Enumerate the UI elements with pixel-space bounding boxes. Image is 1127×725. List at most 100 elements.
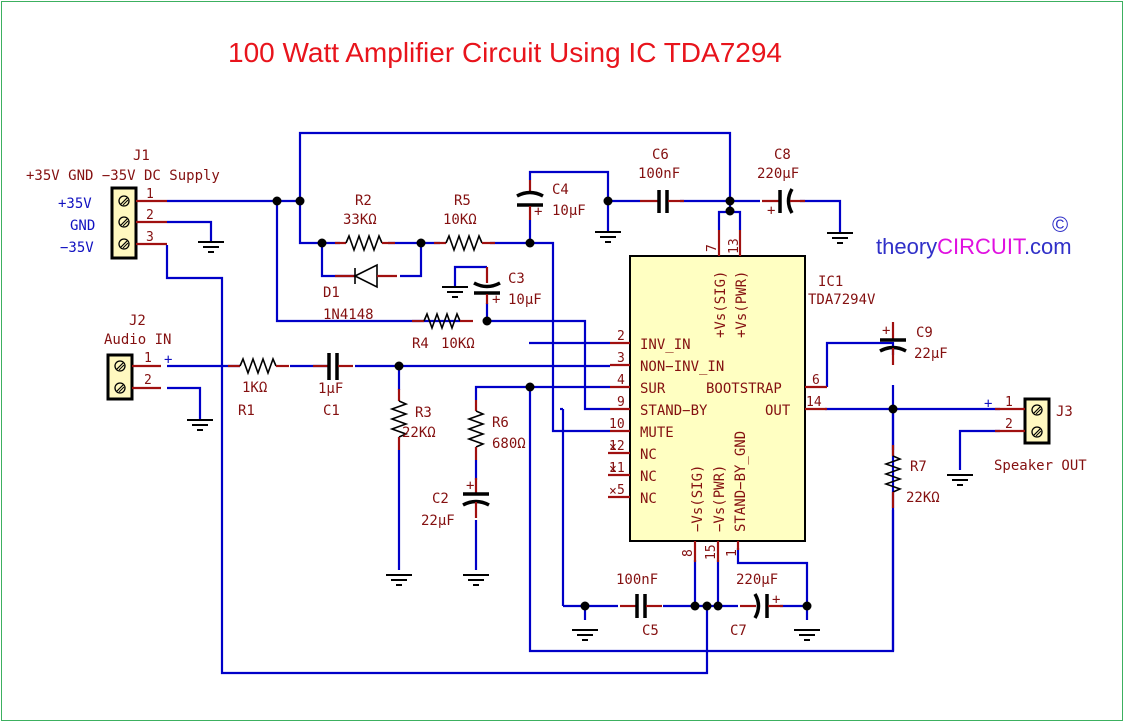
ic-left-pins: × × × 2 3 4 9 10 12 11 5 INV_IN NON−INV_… <box>608 329 724 507</box>
svg-text:SUR: SUR <box>640 381 666 397</box>
svg-text:2: 2 <box>144 373 152 388</box>
junctions <box>272 196 898 611</box>
svg-text:OUT: OUT <box>765 403 791 419</box>
capacitor-c3: + C3 10µF <box>473 267 542 308</box>
copyright-symbol: © <box>1052 212 1068 237</box>
svg-text:×: × <box>609 440 617 455</box>
svg-text:C2: C2 <box>432 491 449 507</box>
capacitor-c8: + C8 220µF <box>757 147 805 219</box>
svg-text:10: 10 <box>609 417 625 432</box>
svg-text:NC: NC <box>640 447 657 463</box>
ic-bottom-pins: 8 15 1 −Vs(SIG) −Vs(PWR) STAND−BY_GND <box>681 431 749 562</box>
capacitor-c2: + C2 22µF <box>421 478 490 529</box>
svg-text:2: 2 <box>1005 417 1013 432</box>
svg-text:1KΩ: 1KΩ <box>242 380 267 396</box>
j3-ref: J3 <box>1056 404 1073 420</box>
capacitor-c9: + C9 22µF <box>879 322 948 365</box>
svg-text:C3: C3 <box>508 271 525 287</box>
connector-j1: 1 2 3 J1 +35V GND −35V DC Supply +35V GN… <box>26 148 220 260</box>
svg-text:5: 5 <box>617 483 625 498</box>
net-label-pos35v: +35V <box>58 196 92 212</box>
svg-text:−Vs(PWR): −Vs(PWR) <box>712 465 728 532</box>
resistor-r5: R5 10KΩ <box>434 193 495 253</box>
svg-text:INV_IN: INV_IN <box>640 337 691 353</box>
ground-icon <box>793 629 821 641</box>
svg-text:33KΩ: 33KΩ <box>343 212 377 228</box>
capacitor-c7: + 220µF C7 <box>730 572 783 639</box>
connector-j3: 1 2 + J3 Speaker OUT <box>984 395 1087 474</box>
ground-icon <box>186 419 214 431</box>
ground-icon <box>197 241 225 253</box>
svg-text:6: 6 <box>812 373 820 388</box>
resistor-r6: R6 680Ω <box>466 400 526 460</box>
svg-text:+Vs(SIG): +Vs(SIG) <box>713 271 729 338</box>
svg-text:1: 1 <box>1005 395 1013 410</box>
ic-top-pins: 7 13 +Vs(SIG) +Vs(PWR) <box>705 230 750 338</box>
capacitor-c1: 1µF C1 <box>313 353 353 419</box>
svg-text:C6: C6 <box>652 147 669 163</box>
svg-text:R3: R3 <box>415 405 432 421</box>
ic-part: TDA7294V <box>808 292 876 308</box>
svg-text:22µF: 22µF <box>914 346 948 362</box>
ground-icon <box>385 574 413 586</box>
svg-text:12: 12 <box>609 439 625 454</box>
svg-text:14: 14 <box>806 395 822 410</box>
svg-text:1: 1 <box>146 187 154 202</box>
svg-text:1N4148: 1N4148 <box>323 307 374 323</box>
svg-text:9: 9 <box>617 395 625 410</box>
svg-text:1µF: 1µF <box>318 381 343 397</box>
svg-text:680Ω: 680Ω <box>492 436 526 452</box>
ground-icon <box>826 232 854 244</box>
svg-text:MUTE: MUTE <box>640 425 674 441</box>
svg-text:2: 2 <box>617 329 625 344</box>
j3-desc: Speaker OUT <box>994 458 1087 474</box>
resistor-r7: R7 22KΩ <box>883 445 940 508</box>
svg-text:10KΩ: 10KΩ <box>443 212 477 228</box>
svg-text:×: × <box>609 462 617 477</box>
j1-ref: J1 <box>133 148 150 164</box>
svg-text:1: 1 <box>725 549 740 557</box>
svg-text:+: + <box>534 204 542 220</box>
svg-text:+: + <box>772 592 780 608</box>
svg-text:C7: C7 <box>730 623 747 639</box>
connector-j2: 1 2 + J2 Audio IN <box>104 313 172 401</box>
ground-icon <box>441 286 469 298</box>
svg-text:+: + <box>492 292 500 308</box>
svg-text:4: 4 <box>617 373 625 388</box>
brand-logo: theoryCIRCUIT.com <box>876 234 1072 259</box>
resistor-r4: R4 10KΩ <box>412 311 475 352</box>
svg-text:NON−INV_IN: NON−INV_IN <box>640 359 724 375</box>
svg-text:R7: R7 <box>910 459 927 475</box>
svg-text:R5: R5 <box>454 193 471 209</box>
ground-icon <box>462 574 490 586</box>
svg-text:C9: C9 <box>916 325 933 341</box>
svg-text:C1: C1 <box>323 403 340 419</box>
ground-icon <box>946 474 974 486</box>
svg-text:+: + <box>882 323 890 339</box>
j2-desc: Audio IN <box>104 332 171 348</box>
svg-text:BOOTSTRAP: BOOTSTRAP <box>706 381 782 397</box>
svg-text:3: 3 <box>617 351 625 366</box>
capacitor-c4: + C4 10µF <box>516 180 586 220</box>
net-label-neg35v: −35V <box>60 240 94 256</box>
ic-right-pins: 6 14 BOOTSTRAP OUT <box>706 373 827 419</box>
svg-text:220µF: 220µF <box>757 166 799 182</box>
svg-text:3: 3 <box>146 230 154 245</box>
svg-text:R2: R2 <box>355 193 372 209</box>
svg-text:C4: C4 <box>552 182 569 198</box>
svg-text:NC: NC <box>640 491 657 507</box>
svg-text:15: 15 <box>704 544 719 560</box>
svg-text:100nF: 100nF <box>638 166 680 182</box>
svg-text:10µF: 10µF <box>508 292 542 308</box>
svg-text:+: + <box>466 478 474 494</box>
svg-text:22µF: 22µF <box>421 513 455 529</box>
resistor-r1: 1KΩ R1 <box>228 356 289 419</box>
svg-text:−Vs(SIG): −Vs(SIG) <box>690 465 706 532</box>
svg-text:1: 1 <box>144 351 152 366</box>
svg-text:22KΩ: 22KΩ <box>906 490 940 506</box>
net-label-gnd: GND <box>70 218 95 234</box>
svg-text:×: × <box>609 484 617 499</box>
ic-tda7294: IC1 TDA7294V × × × 2 3 4 9 10 12 11 5 IN… <box>608 230 876 562</box>
j2-ref: J2 <box>129 313 146 329</box>
